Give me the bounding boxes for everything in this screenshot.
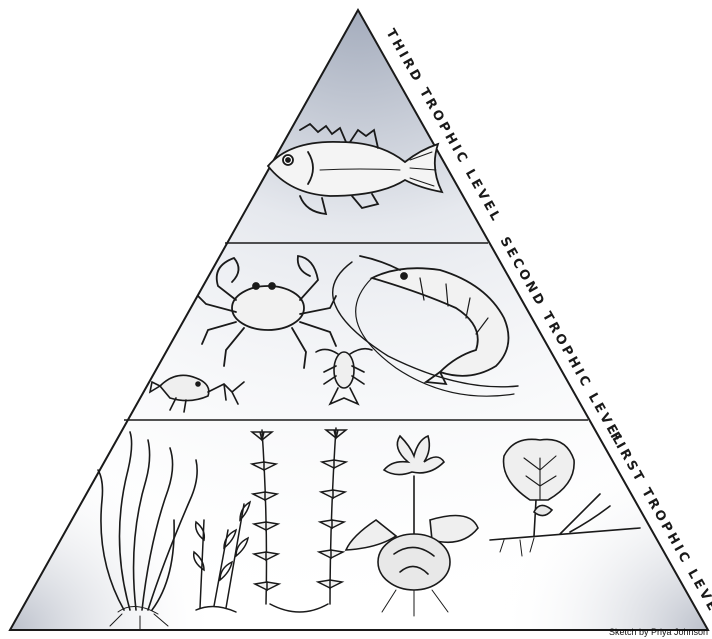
sketch-credit: Sketch by Priya Johnson [609, 627, 708, 637]
